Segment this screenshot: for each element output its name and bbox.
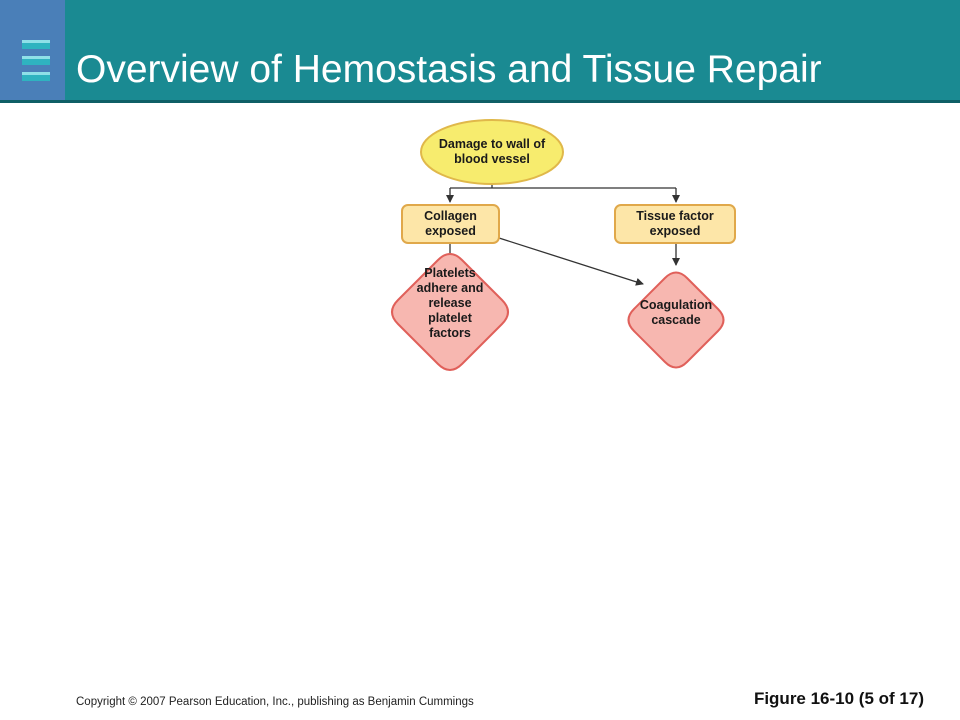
coagulation-label: Coagulation cascade (639, 298, 713, 327)
platelets-label: Platelets adhere and release platelet fa… (416, 265, 484, 340)
figure-label: Figure 16-10 (5 of 17) (753, 689, 924, 708)
tissue-factor-box (614, 204, 736, 244)
tissue-factor-label: Tissue factor exposed (636, 209, 714, 238)
slide-title: Overview of Hemostasis and Tissue Repair (76, 48, 822, 91)
copyright-text: Copyright © 2007 Pearson Education, Inc.… (76, 696, 474, 708)
collagen-label: Collagen exposed (424, 209, 477, 238)
logo-bar-icon (22, 72, 50, 81)
header-side-panel (0, 0, 65, 100)
header-bar (0, 0, 960, 100)
damage-label: Damage to wall of blood vessel (438, 137, 546, 166)
header-divider (0, 100, 960, 103)
collagen-box (401, 204, 500, 244)
logo-bar-icon (22, 40, 50, 49)
platelets-diamond (391, 253, 509, 371)
logo-bar-icon (22, 56, 50, 65)
arrow-collagen-to-coagulation (498, 237, 644, 286)
coagulation-diamond (627, 271, 725, 369)
damage-ellipse (420, 119, 564, 185)
